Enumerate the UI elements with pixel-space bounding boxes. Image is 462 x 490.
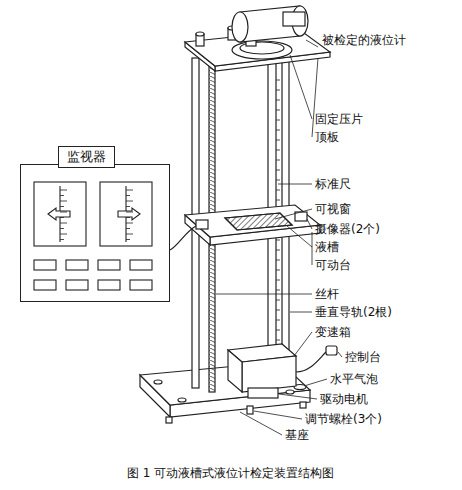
part-label: 液槽	[315, 240, 339, 254]
part-label: 固定压片	[315, 112, 363, 126]
part-label: 丝杆	[315, 287, 339, 301]
part-label: 摄像器(2个)	[315, 222, 380, 236]
monitor-panel: 监视器	[20, 164, 170, 302]
part-label: 变速箱	[315, 325, 351, 339]
part-label: 驱动电机	[320, 392, 368, 406]
part-label: 基座	[285, 428, 309, 442]
part-label: 垂直导轨(2根)	[315, 305, 392, 319]
part-label: 标准尺	[315, 177, 351, 191]
part-label: 调节螺栓(3个)	[305, 412, 382, 426]
figure-caption: 图 1 可动液槽式液位计检定装置结构图	[127, 466, 334, 480]
part-label: 控制台	[345, 350, 381, 364]
part-label: 可动台	[315, 258, 351, 272]
part-label: 被检定的液位计	[322, 33, 406, 47]
part-label: 顶板	[315, 130, 339, 144]
part-label: 可视窗	[315, 202, 351, 216]
monitor-heading: 监视器	[58, 146, 115, 168]
part-label: 水平气泡	[330, 372, 378, 386]
